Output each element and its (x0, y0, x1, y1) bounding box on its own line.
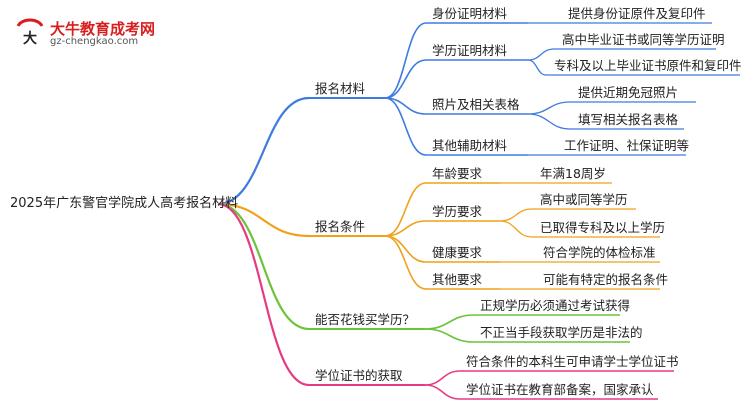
root-topic: 2025年广东警官学院成人高考报名材料 (10, 196, 239, 211)
leaf-topic: 已取得专科及以上学历 (540, 220, 666, 235)
logo-url: gz-chengkao.com (50, 36, 139, 47)
connector-line (424, 314, 475, 330)
connector-line (384, 235, 427, 290)
subtopic: 不正当手段获取学历是非法的 (480, 325, 643, 340)
connector-line (384, 97, 427, 156)
connector-line (527, 113, 571, 130)
leaf-topic: 工作证明、社保证明等 (564, 138, 690, 153)
branch-topic: 报名条件 (315, 219, 366, 234)
leaf-topic: 提供近期免冠照片 (578, 85, 679, 100)
connector-line (384, 182, 427, 237)
connector-line (217, 96, 310, 206)
branch-topic: 能否花钱买学历？ (315, 312, 416, 327)
branch-topic: 报名材料 (315, 81, 366, 96)
subtopic: 其他要求 (432, 272, 483, 287)
connector-line (217, 202, 310, 331)
subtopic: 学历证明材料 (432, 43, 508, 58)
leaf-topic: 年满18周岁 (540, 166, 606, 181)
subtopic: 年龄要求 (432, 166, 483, 181)
connector-line (424, 370, 461, 386)
branch-topic: 学位证书的获取 (315, 368, 403, 383)
subtopic: 健康要求 (432, 245, 483, 260)
subtopic: 符合条件的本科生可申请学士学位证书 (466, 354, 679, 369)
connector-line (217, 202, 310, 387)
connector-line (384, 59, 427, 99)
leaf-topic: 符合学院的体检标准 (543, 245, 656, 260)
connector-line (424, 384, 461, 400)
connector-line (527, 59, 547, 76)
connector-line (527, 101, 571, 115)
leaf-topic: 可能有特定的报名条件 (543, 272, 669, 287)
connector-line (384, 22, 427, 99)
logo-title: 大牛教育成考网 (50, 20, 156, 38)
leaf-topic: 高中毕业证书或同等学历证明 (562, 32, 725, 47)
connector-line (217, 202, 310, 238)
connector-line (424, 328, 475, 343)
connector-line (499, 208, 533, 222)
svg-text:大: 大 (23, 30, 37, 47)
subtopic: 正规学历必须通过考试获得 (480, 298, 631, 313)
connector-line (499, 220, 533, 238)
leaf-topic: 填写相关报名表格 (578, 112, 679, 127)
ox-logo-icon: 大 (16, 18, 44, 47)
leaf-topic: 高中或同等学历 (540, 192, 628, 207)
subtopic: 照片及相关表格 (432, 97, 520, 112)
subtopic: 学位证书在教育部备案，国家承认 (466, 382, 654, 397)
connector-line (384, 235, 427, 263)
subtopic: 身份证明材料 (432, 6, 508, 21)
leaf-topic: 专科及以上毕业证书原件和复印件 (554, 58, 742, 73)
connector-line (527, 48, 555, 61)
connector-line (384, 220, 427, 237)
subtopic: 学历要求 (432, 204, 483, 219)
subtopic: 其他辅助材料 (432, 138, 508, 153)
leaf-topic: 提供身份证原件及复印件 (568, 6, 706, 21)
site-logo: 大 大牛教育成考网 gz-chengkao.com (14, 16, 164, 50)
